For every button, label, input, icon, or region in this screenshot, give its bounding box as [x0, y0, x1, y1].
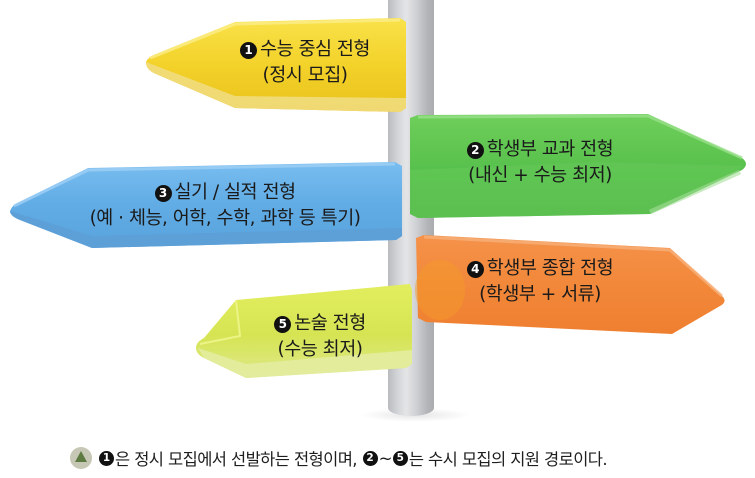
- caption-text-2: 는 수시 모집의 지원 경로이다.: [408, 450, 608, 469]
- sign-4-subtitle: (학생부 + 서류): [479, 284, 601, 305]
- number-badge-3: 3: [154, 185, 172, 202]
- sign-2-subtitle: (내신 + 수능 최저): [468, 165, 612, 186]
- caption-badge-5: 5: [392, 450, 408, 466]
- number-badge-4: 4: [466, 261, 484, 278]
- sign-2-title: 학생부 교과 전형: [486, 139, 614, 160]
- number-badge-1: 1: [240, 42, 258, 59]
- caption-badge-1: 1: [99, 450, 114, 466]
- sign-3-shape: [10, 162, 402, 248]
- triangle-up-icon: [70, 447, 92, 469]
- sign-4-shape: [415, 235, 725, 334]
- sign-1-title: 수능 중심 전형: [260, 39, 370, 60]
- sign-4-title: 학생부 종합 전형: [486, 258, 614, 279]
- caption-range-separator: ~: [378, 448, 393, 468]
- sign-5-title: 논술 전형: [294, 313, 366, 334]
- number-badge-5: 5: [274, 316, 292, 333]
- caption-badge-2: 2: [362, 450, 378, 466]
- sign-5-shape: [196, 284, 412, 378]
- caption-text-1: 은 정시 모집에서 선발하는 전형이며,: [115, 450, 362, 469]
- sign-1-subtitle: (정시 모집): [262, 65, 348, 86]
- figure-caption: 1 은 정시 모집에서 선발하는 전형이며, 2 ~ 5 는 수시 모집의 지원…: [70, 444, 608, 472]
- sign-5-subtitle: (수능 최저): [277, 339, 363, 360]
- sign-3-title: 실기 / 실적 전형: [174, 182, 297, 203]
- sign-3-subtitle: (예 · 체능, 어학, 수학, 과학 등 특기): [89, 208, 361, 229]
- sign-2-shape: [410, 114, 746, 218]
- number-badge-2: 2: [466, 142, 484, 159]
- sign-1-shape: [146, 18, 406, 112]
